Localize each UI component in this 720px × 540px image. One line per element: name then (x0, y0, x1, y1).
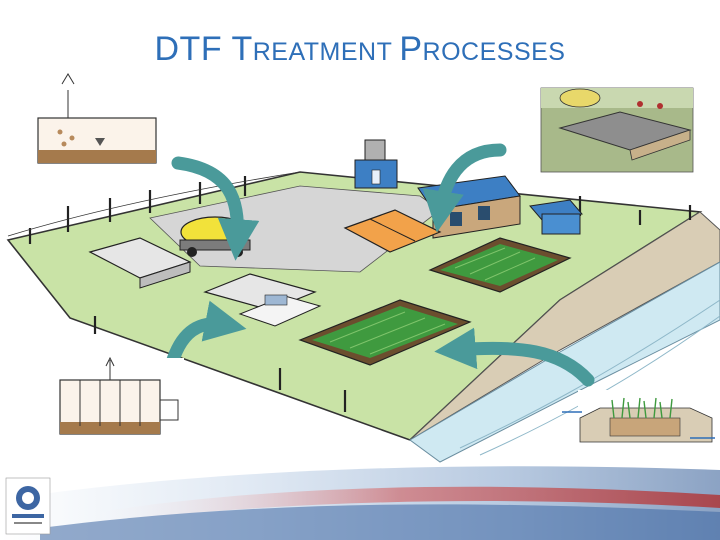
slide-title: DTF Treatment Processes (0, 30, 720, 69)
constructed-wetland-2 (298, 299, 472, 366)
arrow-to-settling (171, 156, 260, 261)
title-part-0: DTF (154, 30, 232, 68)
title-part-3: P (399, 30, 423, 68)
control-hut (529, 199, 583, 235)
drying-bed-icon (540, 87, 694, 173)
constructed-wetland-1 (428, 237, 572, 293)
anaerobic-tank-icon (30, 73, 168, 167)
title-part-1: T (231, 30, 253, 68)
baffled-reactor-icon (52, 356, 184, 438)
constructed-wetland-icon (562, 390, 715, 443)
settling-tank (88, 237, 192, 289)
logo-emblem-icon (5, 477, 51, 535)
arrow-to-wetland (434, 327, 595, 387)
title-part-4: rocesses (422, 38, 566, 66)
fence (28, 176, 692, 412)
arrow-to-drying-beds (422, 143, 507, 233)
baffled-reactor (203, 273, 322, 327)
footer-swoosh (0, 466, 720, 540)
title-part-2: reatment (252, 38, 400, 66)
storage-shed (354, 139, 398, 189)
